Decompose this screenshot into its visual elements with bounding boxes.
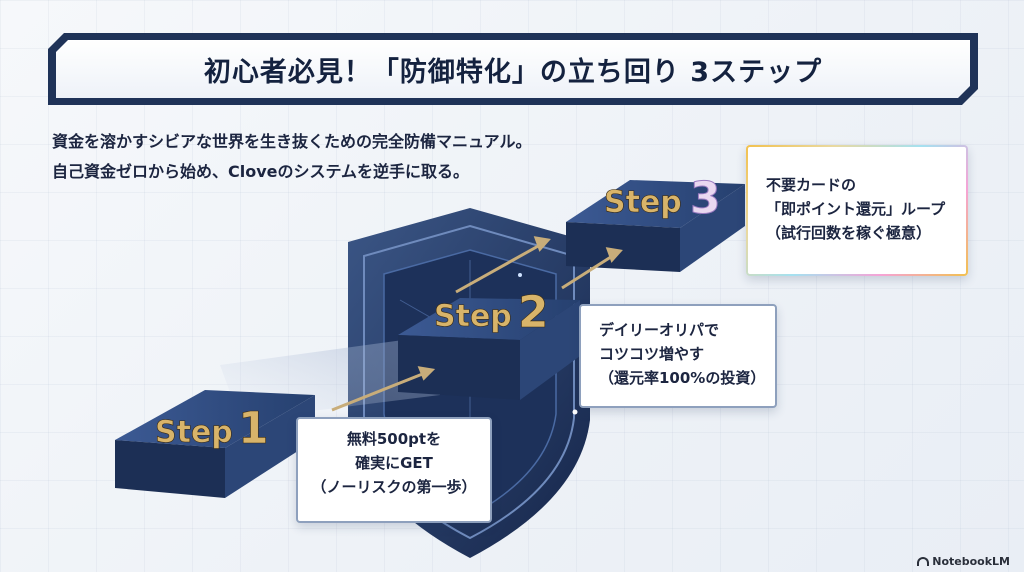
progress-arrows <box>331 236 623 412</box>
step-1-word: Step <box>155 415 233 450</box>
step-1-card: 無料500ptを 確実にGET （ノーリスクの第一歩） <box>296 417 492 523</box>
step-2-line-2: コツコツ増やす <box>599 345 705 363</box>
step-1-block <box>115 390 315 498</box>
step-1-number: 1 <box>238 403 269 454</box>
notebooklm-label: NotebookLM <box>932 555 1010 568</box>
step-3-card: 不要カードの 「即ポイント還元」ループ （試行回数を稼ぐ極意） <box>746 145 968 276</box>
step-3-word: Step <box>604 185 682 220</box>
step-1-line-3: （ノーリスクの第一歩） <box>311 478 477 496</box>
step-3-line-3: （試行回数を稼ぐ極意） <box>766 224 932 242</box>
step-3-number: 3 <box>690 173 721 224</box>
intro-line-2: 自己資金ゼロから始め、Cloveのシステムを逆手に取る。 <box>52 162 470 181</box>
intro-text: 資金を溶かすシビアな世界を生き抜くための完全防備マニュアル。 自己資金ゼロから始… <box>52 127 532 187</box>
step-3-line-2: 「即ポイント還元」ループ <box>766 200 946 218</box>
step-2-line-1: デイリーオリパで <box>599 321 720 339</box>
notebooklm-icon <box>917 557 930 566</box>
step-2-card: デイリーオリパで コツコツ増やす （還元率100%の投資） <box>579 304 777 408</box>
notebooklm-logo: NotebookLM <box>917 555 1010 568</box>
step-1-line-2: 確実にGET <box>355 454 433 472</box>
step-1-line-1: 無料500ptを <box>346 430 442 448</box>
intro-line-1: 資金を溶かすシビアな世界を生き抜くための完全防備マニュアル。 <box>52 132 532 151</box>
step-2-word: Step <box>434 299 512 334</box>
page-title: 初心者必見！「防御特化」の立ち回り 3ステップ <box>203 56 823 88</box>
step-2-block <box>398 298 580 400</box>
step-2-number: 2 <box>518 287 549 338</box>
step-3-block <box>566 180 745 272</box>
step-2-line-3: （還元率100%の投資） <box>599 369 766 387</box>
title-banner: 初心者必見！「防御特化」の立ち回り 3ステップ <box>56 40 970 98</box>
step-3-line-1: 不要カードの <box>766 176 857 194</box>
